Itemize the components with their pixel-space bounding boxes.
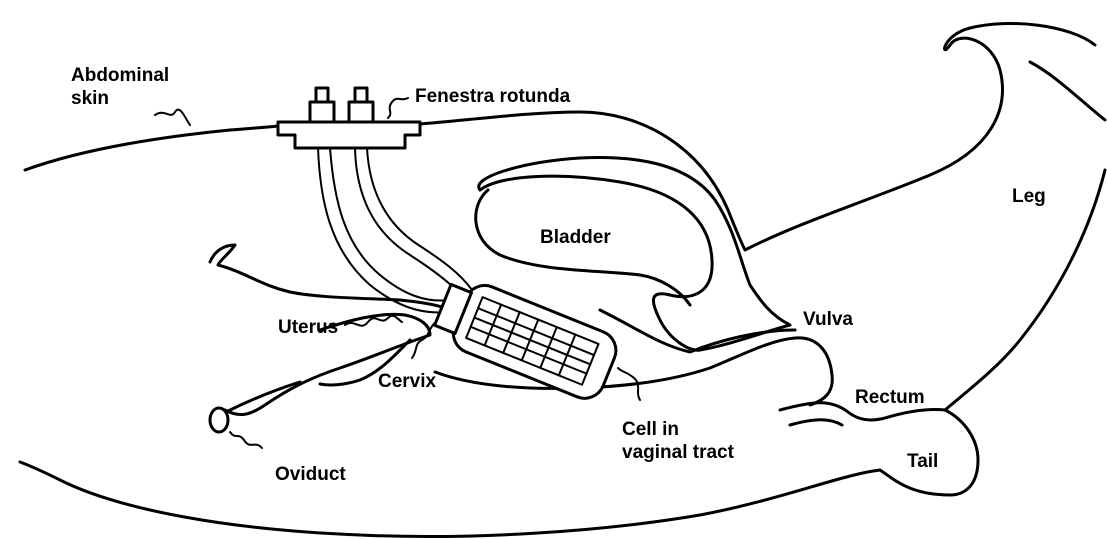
port-1-cap: [316, 88, 328, 102]
leg-inner-line: [1030, 62, 1105, 120]
port-1: [310, 102, 334, 122]
leader-abdominal-skin: [155, 110, 190, 125]
label-rectum: Rectum: [855, 386, 925, 409]
label-cervix: Cervix: [378, 370, 436, 393]
tube-2: [355, 148, 462, 296]
body-outline-back: [25, 23, 1095, 250]
leader-fenestra: [388, 98, 408, 118]
port-2-cap: [355, 88, 367, 102]
label-bladder: Bladder: [540, 226, 611, 249]
fenestra-plate: [278, 122, 420, 148]
label-cell-in-vaginal-tract: Cell in vaginal tract: [622, 418, 734, 464]
uterus-horn: [210, 245, 450, 310]
rectum-line-lower: [790, 420, 842, 425]
tube-2b: [367, 148, 472, 290]
label-uterus: Uterus: [278, 316, 338, 339]
label-oviduct: Oviduct: [275, 463, 346, 486]
tube-1b: [330, 148, 450, 301]
label-abdominal-skin: Abdominal skin: [71, 64, 169, 110]
tail-outline: [20, 410, 978, 536]
label-fenestra-rotunda: Fenestra rotunda: [415, 85, 570, 108]
leader-oviduct: [230, 432, 262, 448]
implant-cell: [430, 272, 622, 404]
port-2: [349, 102, 373, 122]
label-leg: Leg: [1012, 185, 1046, 208]
label-tail: Tail: [907, 450, 938, 473]
label-vulva: Vulva: [803, 308, 853, 331]
